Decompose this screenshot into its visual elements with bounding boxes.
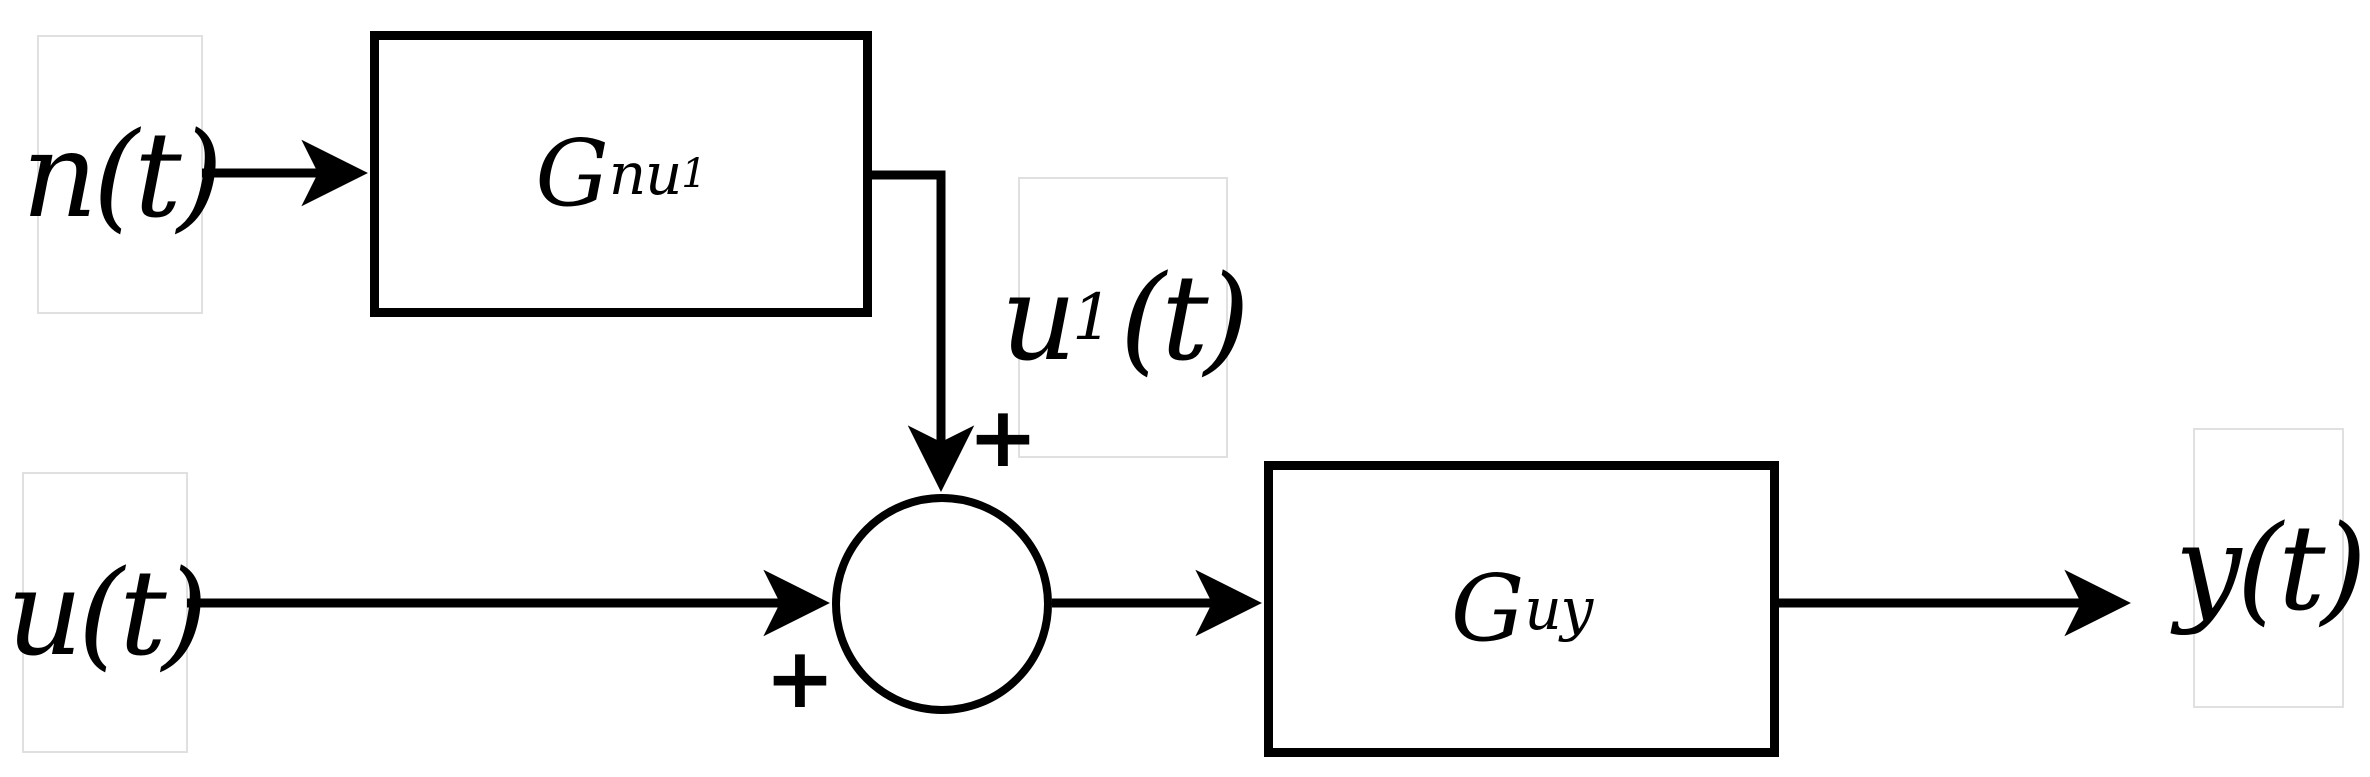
- guy-block: [1264, 461, 1779, 757]
- sum-junction-circle: [832, 494, 1052, 714]
- n-signal-label-box: [37, 35, 203, 314]
- gnu1-to-sum-arrow: [872, 170, 975, 492]
- u1-signal-label-box: [1018, 177, 1228, 458]
- gnu1-block: [370, 31, 872, 317]
- y-signal-label-box: [2193, 428, 2344, 708]
- u-signal-label-box: [22, 472, 188, 753]
